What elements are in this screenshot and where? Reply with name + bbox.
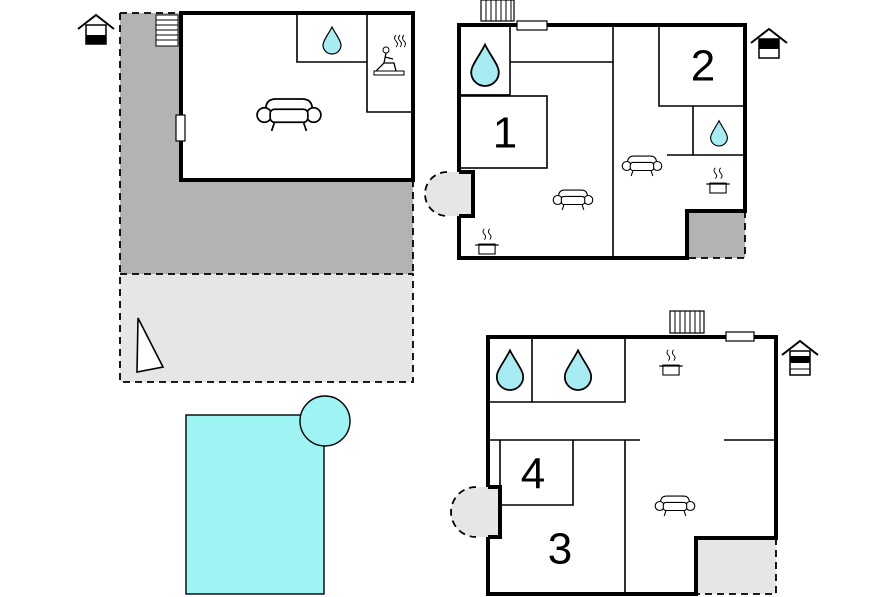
house-floor-icon xyxy=(781,339,819,376)
building-b: 1 2 xyxy=(424,0,747,260)
hot-tub xyxy=(299,395,351,447)
stairs-icon xyxy=(155,14,179,47)
window-icon xyxy=(516,20,548,31)
terrace-dark xyxy=(120,13,413,274)
terrace-light xyxy=(120,274,413,382)
window-icon xyxy=(175,114,186,142)
building-c: 4 3 xyxy=(450,310,778,596)
swimming-pool xyxy=(185,395,351,595)
window-icon xyxy=(725,331,755,342)
radiator-icon xyxy=(669,310,705,334)
room-number-4: 4 xyxy=(521,450,545,499)
house-floor-icon xyxy=(77,13,115,45)
room-number-3: 3 xyxy=(548,525,572,574)
house-floor-icon xyxy=(750,27,788,59)
terrace-lounger xyxy=(136,317,165,373)
room-number-2: 2 xyxy=(691,42,715,91)
radiator-icon xyxy=(480,0,515,22)
room-number-1: 1 xyxy=(493,109,517,158)
sauna-icon xyxy=(373,34,406,76)
building-a xyxy=(119,11,415,383)
